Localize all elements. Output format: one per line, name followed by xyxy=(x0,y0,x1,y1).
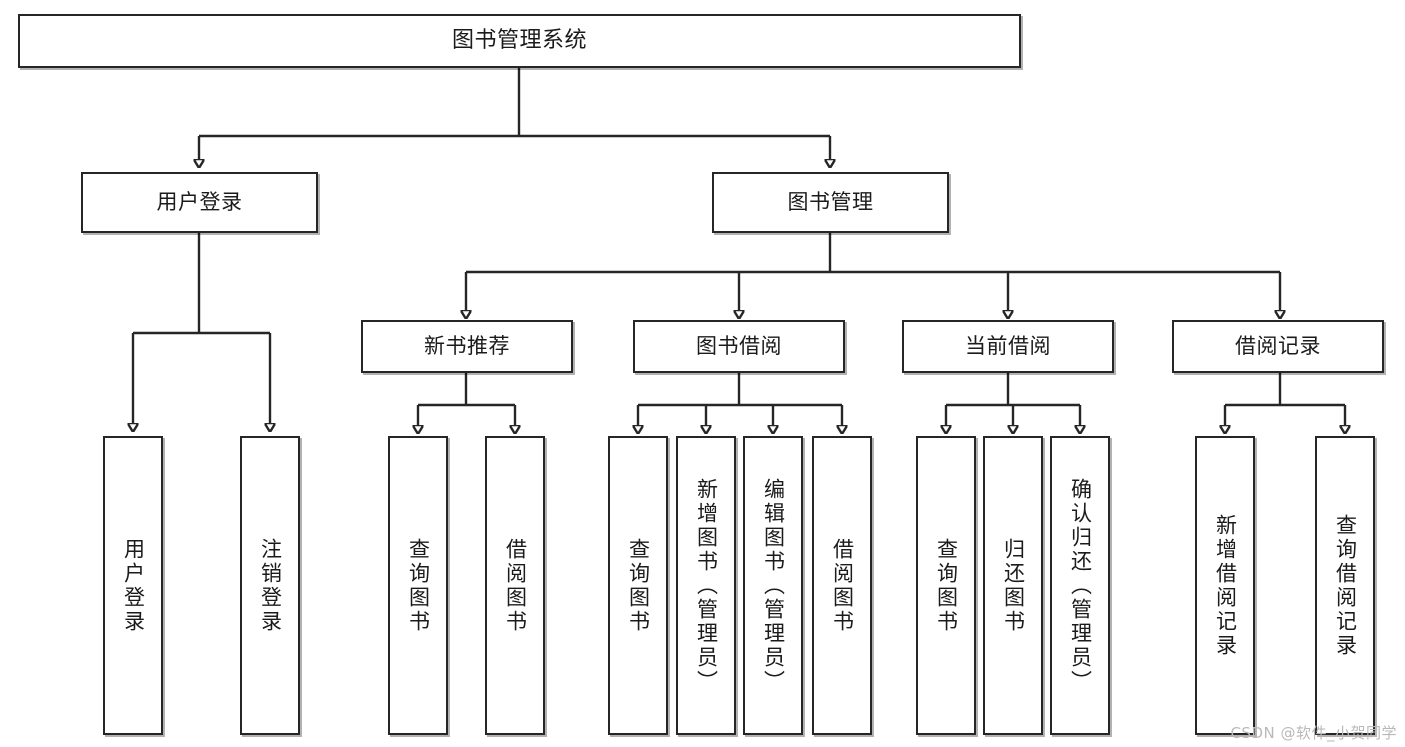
node-book-borrow-label: 图书借阅 xyxy=(696,333,782,358)
leaf-current-return-label: 归还图书 xyxy=(1001,537,1026,634)
node-root[interactable]: 图书管理系统 xyxy=(18,14,1021,68)
leaf-current-confirm-return-label: 确认归还（管理员） xyxy=(1068,477,1093,694)
node-user-login[interactable]: 用户登录 xyxy=(81,172,318,233)
leaf-new-book-borrow[interactable]: 借阅图书 xyxy=(485,436,545,735)
leaf-user-login-signout-label: 注销登录 xyxy=(258,537,283,634)
leaf-borrow-edit-book-label: 编辑图书（管理员） xyxy=(761,477,786,694)
leaf-records-query[interactable]: 查询借阅记录 xyxy=(1315,436,1375,735)
leaf-records-add-label: 新增借阅记录 xyxy=(1213,513,1238,658)
leaf-user-login-signout[interactable]: 注销登录 xyxy=(240,436,300,735)
node-book-borrow[interactable]: 图书借阅 xyxy=(633,320,845,373)
node-root-label: 图书管理系统 xyxy=(451,27,587,53)
leaf-current-query[interactable]: 查询图书 xyxy=(916,436,976,735)
leaf-current-query-label: 查询图书 xyxy=(934,537,959,634)
leaf-borrow-borrow-book-label: 借阅图书 xyxy=(830,537,855,634)
leaf-records-add[interactable]: 新增借阅记录 xyxy=(1195,436,1255,735)
leaf-borrow-query-label: 查询图书 xyxy=(626,537,651,634)
node-borrow-records-label: 借阅记录 xyxy=(1235,333,1321,358)
node-new-book-recommend[interactable]: 新书推荐 xyxy=(361,320,573,373)
leaf-current-return[interactable]: 归还图书 xyxy=(983,436,1043,735)
node-current-borrow[interactable]: 当前借阅 xyxy=(902,320,1114,373)
leaf-new-book-query-label: 查询图书 xyxy=(406,537,431,634)
leaf-new-book-borrow-label: 借阅图书 xyxy=(503,537,528,634)
node-book-management[interactable]: 图书管理 xyxy=(712,172,949,233)
node-current-borrow-label: 当前借阅 xyxy=(965,333,1051,358)
node-new-book-recommend-label: 新书推荐 xyxy=(424,333,510,358)
node-book-management-label: 图书管理 xyxy=(787,189,874,214)
leaf-borrow-add-book[interactable]: 新增图书（管理员） xyxy=(676,436,736,735)
leaf-records-query-label: 查询借阅记录 xyxy=(1333,513,1358,658)
leaf-borrow-query[interactable]: 查询图书 xyxy=(608,436,668,735)
leaf-new-book-query[interactable]: 查询图书 xyxy=(388,436,448,735)
leaf-user-login-signin-label: 用户登录 xyxy=(121,537,146,634)
node-user-login-label: 用户登录 xyxy=(156,189,243,214)
leaf-user-login-signin[interactable]: 用户登录 xyxy=(103,436,163,735)
node-borrow-records[interactable]: 借阅记录 xyxy=(1172,320,1384,373)
leaf-borrow-borrow-book[interactable]: 借阅图书 xyxy=(812,436,872,735)
leaf-borrow-edit-book[interactable]: 编辑图书（管理员） xyxy=(743,436,803,735)
leaf-current-confirm-return[interactable]: 确认归还（管理员） xyxy=(1050,436,1110,735)
leaf-borrow-add-book-label: 新增图书（管理员） xyxy=(694,477,719,694)
